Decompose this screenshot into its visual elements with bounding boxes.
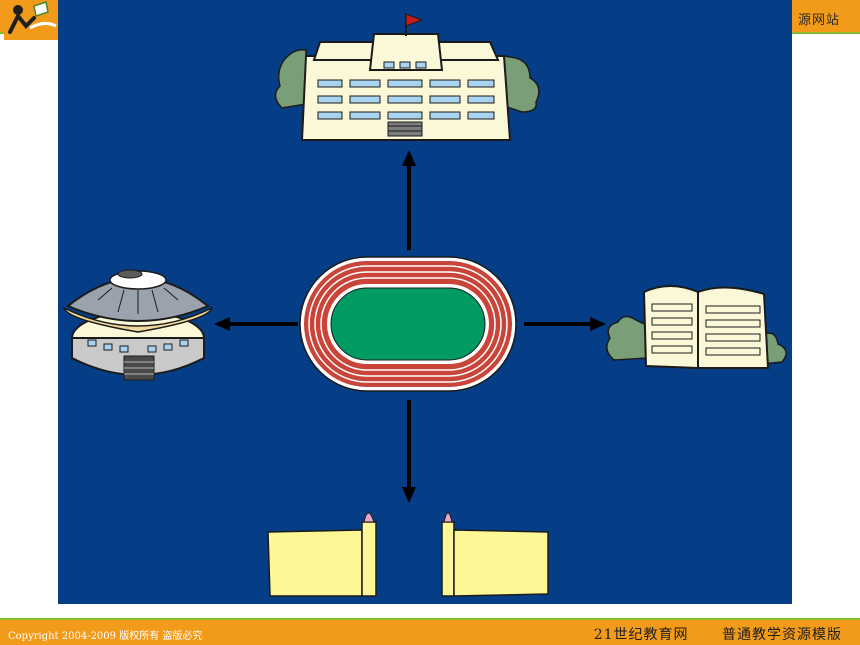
brand-name: 21世纪教育网 (593, 627, 689, 643)
teaching-building-icon (274, 13, 540, 141)
diagram-stage (58, 0, 792, 604)
school-gate-icon (267, 512, 549, 597)
running-track-icon (299, 256, 517, 392)
campus-diagram (62, 13, 787, 597)
copyright-text: Copyright 2004-2009 版权所有 盗版必究 (8, 631, 203, 642)
template-name: 普通教学资源模版 (722, 627, 842, 643)
arrow-left-icon (214, 317, 298, 331)
site-logo-icon (4, 0, 58, 40)
footer-brand: 21世纪教育网 普通教学资源模版 (566, 624, 842, 644)
arrow-up-icon (402, 150, 416, 250)
arrow-right-icon (524, 317, 606, 331)
arrow-down-icon (402, 400, 416, 503)
footer-bar: Copyright 2004-2009 版权所有 盗版必究 21世纪教育网 普通… (0, 618, 860, 645)
site-name: 源网站 (797, 13, 840, 28)
gymnasium-icon (62, 269, 214, 381)
office-building-icon (606, 285, 787, 370)
